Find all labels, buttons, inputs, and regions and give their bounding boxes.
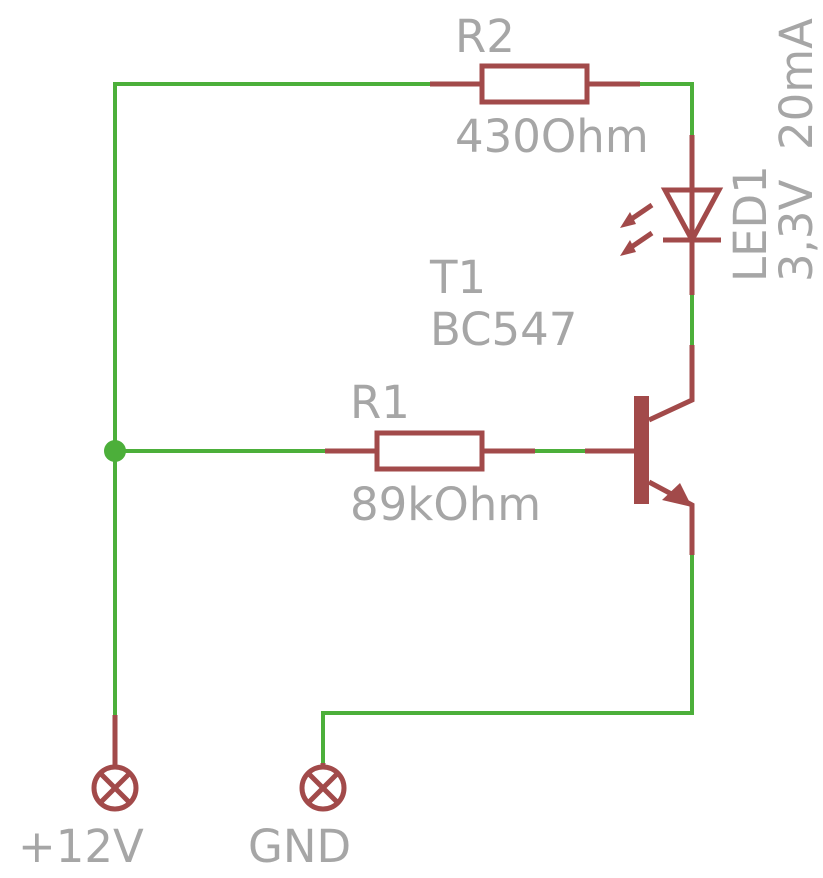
emitter-arrow-icon	[662, 483, 692, 507]
wires	[113, 82, 694, 765]
r2-name-label: R2	[455, 10, 515, 63]
r2-value-label: 430Ohm	[455, 110, 649, 163]
led-led1[interactable]	[620, 135, 724, 295]
t1-value-label: BC547	[430, 303, 577, 356]
gnd-terminal-label: GND	[248, 820, 351, 873]
vcc-terminal-label: +12V	[18, 820, 144, 873]
terminal-vcc[interactable]	[91, 715, 139, 812]
resistor-r2[interactable]	[430, 63, 640, 105]
r1-value-label: 89kOhm	[350, 478, 541, 531]
wire-emitter-to-gnd	[321, 553, 694, 765]
wire-r2-to-led	[638, 82, 694, 137]
transistor-t1[interactable]	[585, 345, 695, 555]
wire-left-rail	[113, 82, 432, 717]
terminal-gnd[interactable]	[299, 763, 347, 812]
r1-name-label: R1	[350, 376, 410, 429]
resistor-r1[interactable]	[325, 430, 535, 472]
led1-voltage-label: 3,3V	[770, 179, 823, 282]
t1-name-label: T1	[429, 251, 486, 304]
led1-current-label: 20mA	[770, 18, 823, 150]
light-emission-arrows-icon	[620, 202, 654, 256]
led1-name-label: LED1	[724, 165, 777, 282]
junction-dot	[104, 440, 126, 462]
